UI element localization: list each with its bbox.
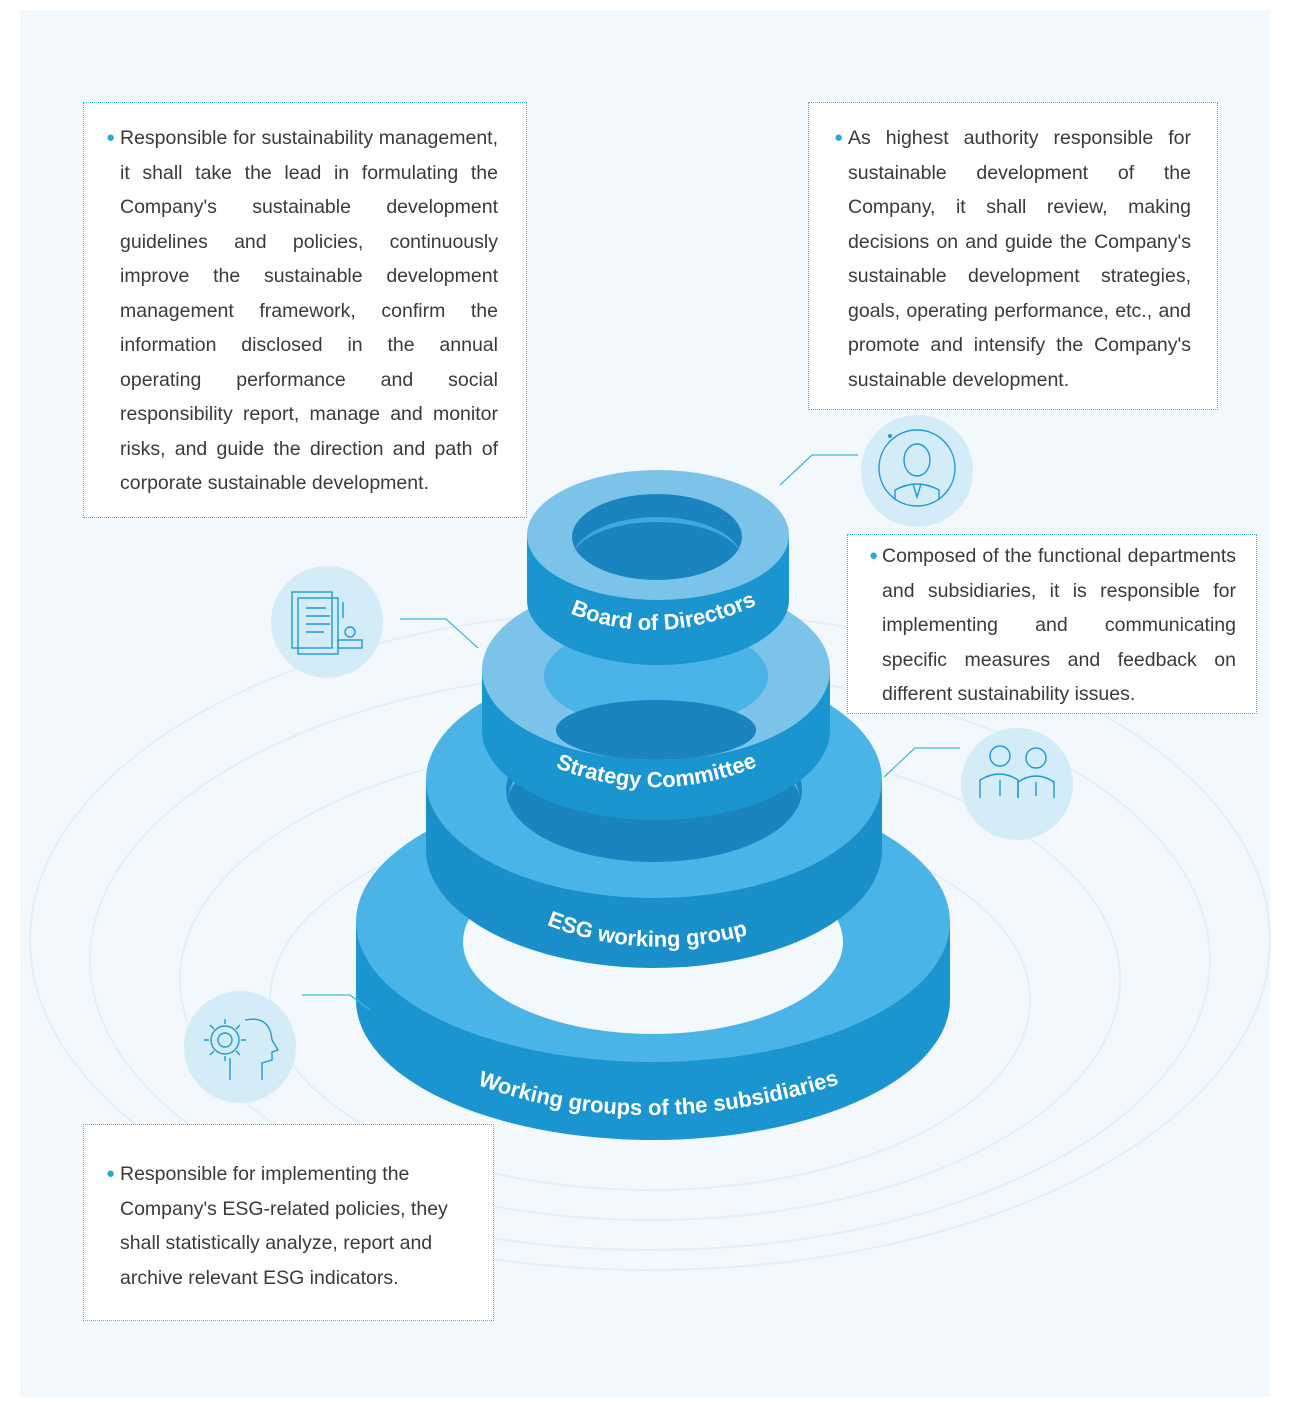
desc-subsidiary-groups: ● Responsible for implementing the Compa…: [83, 1124, 494, 1321]
bullet-icon: ●: [106, 129, 116, 146]
team-icon: [961, 728, 1073, 840]
bullet-icon: ●: [869, 547, 879, 564]
executive-icon: [861, 415, 973, 527]
desc-highest-authority: ● As highest authority responsible for s…: [808, 102, 1218, 410]
desc-esg-working-group: ● Composed of the functional departments…: [847, 534, 1257, 714]
desc-text: Responsible for implementing the Company…: [120, 1163, 448, 1289]
bullet-icon: ●: [106, 1165, 116, 1182]
bullet-icon: ●: [834, 129, 844, 146]
gear-head-icon: [184, 991, 296, 1103]
desc-text: Composed of the functional departments a…: [882, 545, 1236, 705]
tier-ring-board: [527, 470, 789, 665]
document-stamp-icon: [271, 566, 383, 678]
desc-board-role: ● Responsible for sustainability managem…: [83, 102, 527, 518]
desc-text: As highest authority responsible for sus…: [848, 127, 1191, 391]
connector-lines: [302, 454, 960, 1011]
desc-text: Responsible for sustainability managemen…: [120, 127, 498, 494]
